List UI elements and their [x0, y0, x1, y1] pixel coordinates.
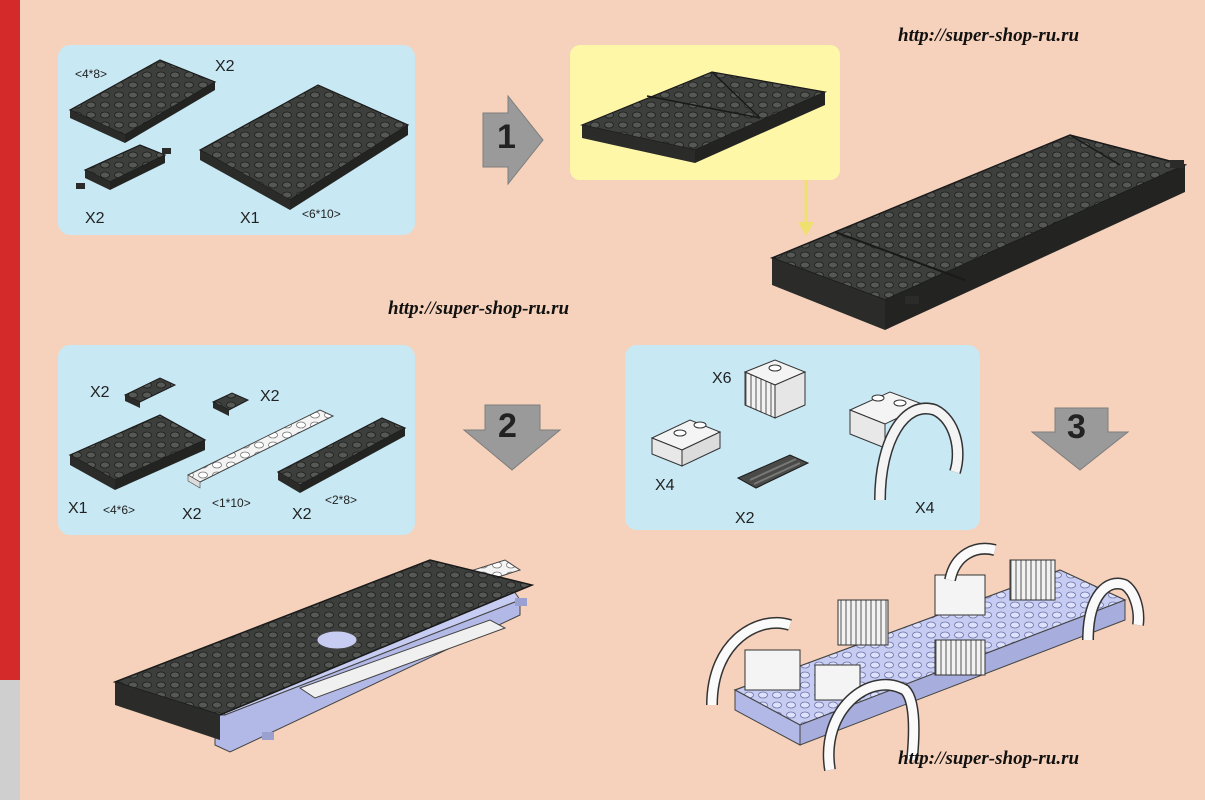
step2-size-label-e: <2*8> [325, 493, 358, 507]
step1-number: 1 [497, 118, 516, 156]
step3-qty-label-a: X6 [712, 370, 732, 387]
step1-qty-label-c: X1 [240, 210, 260, 227]
step2-qty-label-a: X2 [90, 384, 110, 401]
step1-size-label-c: <6*10> [302, 207, 341, 221]
step3-qty-label-d: X4 [915, 500, 935, 517]
watermark-url-bottom: http://super-shop-ru.ru [898, 748, 1080, 769]
step1-assembly-result [769, 134, 1188, 330]
plate-6x10-part [198, 84, 410, 210]
step1-size-label-a: <4*8> [75, 67, 108, 81]
step1-qty-label-b: X2 [85, 210, 105, 227]
plate-2x4-part [76, 144, 171, 190]
step2-qty-label-c: X1 [68, 500, 88, 517]
step2-assembly-result [112, 559, 535, 753]
step3-number: 3 [1067, 408, 1086, 446]
step1-arrow [482, 94, 544, 186]
plate-2x8-part [276, 417, 407, 493]
plate-4x8-part [68, 59, 217, 143]
plate-1x10-white-part [186, 409, 335, 489]
plate-4x6-part [68, 414, 207, 490]
grille-tile-part [736, 454, 810, 489]
step2-size-label-d: <1*10> [212, 496, 251, 510]
watermark-url-top: http://super-shop-ru.ru [898, 25, 1080, 46]
step2-qty-label-e: X2 [292, 506, 312, 523]
page-edge-strip [0, 0, 20, 800]
step3-arrow [1030, 407, 1130, 471]
assembly-direction-arrow [798, 180, 814, 236]
mudguard-arch-part [848, 391, 964, 501]
step2-size-label-c: <4*6> [103, 503, 136, 517]
step1-qty-label-a: X2 [215, 58, 235, 75]
step2-arrow [462, 404, 562, 471]
step2-qty-label-b: X2 [260, 388, 280, 405]
brick-1x2-white-part [650, 419, 722, 467]
step2-qty-label-d: X2 [182, 506, 202, 523]
step3-assembly-result [706, 542, 1145, 771]
step2-number: 2 [498, 407, 517, 445]
slope-brick-ribbed-part [743, 359, 807, 419]
step1-subassembly-small [579, 71, 828, 163]
step3-qty-label-b: X4 [655, 477, 675, 494]
page-edge-texture [0, 680, 20, 800]
plate-1x4-part [123, 377, 177, 408]
step3-qty-label-c: X2 [735, 510, 755, 527]
plate-1x2-part [211, 392, 250, 416]
watermark-url-middle: http://super-shop-ru.ru [388, 298, 570, 319]
